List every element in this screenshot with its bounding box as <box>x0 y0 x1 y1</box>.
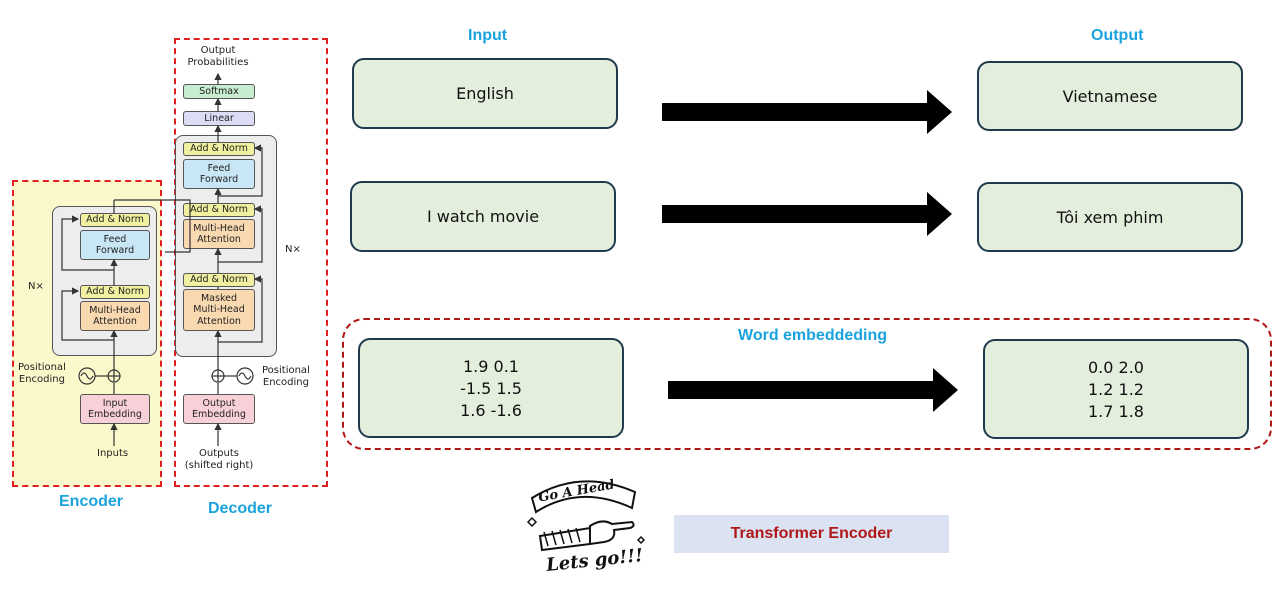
word-embedding-region <box>342 318 1272 450</box>
decoder-nx-label: N× <box>285 244 301 255</box>
decoder-outputs-label: Outputs(shifted right) <box>184 448 254 471</box>
output-box-vietnamese: Vietnamese <box>977 61 1243 131</box>
encoder-inputs-label: Inputs <box>97 448 129 459</box>
arrow-embedding <box>668 368 958 412</box>
arrow-row-2 <box>662 192 952 236</box>
transformer-connectors <box>61 72 263 446</box>
embedding-output-box: 0.0 2.0 1.2 1.2 1.7 1.8 <box>983 339 1249 439</box>
input-heading: Input <box>468 27 508 44</box>
encoder-nx-label: N× <box>28 281 44 292</box>
output-box-translation: Tôi xem phim <box>977 182 1243 252</box>
encoder-label: Encoder <box>59 493 124 510</box>
transformer-encoder-label: Transformer Encoder <box>674 515 949 553</box>
decoder-label: Decoder <box>208 500 273 517</box>
decoder-add-norm-mid: Add & Norm <box>183 203 255 217</box>
encoder-add-norm-bottom: Add & Norm <box>80 285 150 299</box>
decoder-add-norm-bottom: Add & Norm <box>183 273 255 287</box>
output-heading: Output <box>1091 27 1144 44</box>
encoder-add-norm-top: Add & Norm <box>80 213 150 227</box>
go-ahead-sticker: Go A Head Lets go!!! <box>520 470 650 582</box>
word-embedding-heading: Word embeddeding <box>738 327 888 344</box>
embedding-input-box: 1.9 0.1 -1.5 1.5 1.6 -1.6 <box>358 338 624 438</box>
input-box-english: English <box>352 58 618 129</box>
input-box-sentence: I watch movie <box>350 181 616 252</box>
arrow-row-1 <box>662 90 952 134</box>
sticker-art <box>526 480 646 552</box>
